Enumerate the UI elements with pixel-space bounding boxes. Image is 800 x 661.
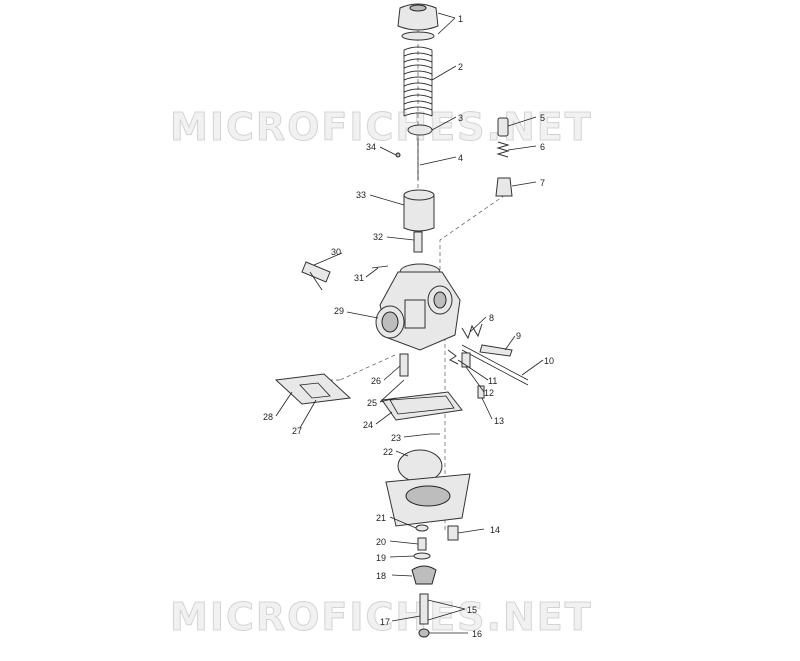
part-clip [395, 152, 401, 158]
watermark-bottom: MICROFICHES.NET [170, 595, 593, 639]
part-drain-clamp [418, 628, 430, 638]
part-plate-gasket [274, 373, 352, 405]
callout-labels: 1 2 3 4 5 6 7 8 9 10 11 12 13 14 15 16 1… [263, 14, 554, 639]
callout-19: 19 [376, 553, 386, 563]
part-idle-screw [479, 344, 513, 357]
callout-20: 20 [376, 537, 386, 547]
callout-28: 28 [263, 412, 273, 422]
part-retainer-plate [407, 124, 433, 136]
part-main-jet-holder [399, 353, 409, 377]
part-idle-spring [461, 323, 483, 340]
callout-25: 25 [367, 398, 377, 408]
part-float-gasket [381, 391, 463, 421]
part-pilot-spring [447, 349, 459, 365]
callout-33: 33 [356, 190, 366, 200]
callout-23: 23 [391, 433, 401, 443]
callout-6: 6 [540, 142, 545, 152]
callout-29: 29 [334, 306, 344, 316]
part-choke-plunger-tip [309, 271, 323, 291]
part-small-spring [496, 141, 510, 158]
part-plunger [495, 177, 513, 197]
callout-22: 22 [383, 447, 393, 457]
callout-9: 9 [516, 331, 521, 341]
callout-8: 8 [489, 313, 494, 323]
callout-13: 13 [494, 416, 504, 426]
part-screw [371, 265, 389, 269]
watermark-top: MICROFICHES.NET [170, 105, 593, 149]
part-needle-jet [413, 231, 423, 253]
part-intake-bell [375, 305, 405, 339]
callout-11: 11 [488, 376, 497, 386]
part-throttle-shaft [461, 344, 529, 381]
callout-2: 2 [458, 62, 463, 72]
callout-26: 26 [371, 376, 381, 386]
callout-15: 15 [467, 605, 477, 615]
part-float-bowl [385, 473, 471, 527]
part-main-jet-washer [413, 552, 431, 560]
callout-32: 32 [373, 232, 383, 242]
part-bowl-plug [411, 565, 437, 585]
callout-10: 10 [544, 356, 554, 366]
part-drain-tube [419, 593, 429, 625]
callout-27: 27 [292, 426, 302, 436]
callout-24: 24 [363, 420, 373, 430]
callout-34: 34 [366, 142, 376, 152]
part-cap [397, 3, 439, 41]
callout-21: 21 [376, 513, 386, 523]
callout-7: 7 [540, 178, 545, 188]
part-washer [415, 524, 429, 532]
callout-16: 16 [472, 629, 482, 639]
part-choke-plunger [301, 261, 331, 283]
callout-4: 4 [458, 153, 463, 163]
callout-14: 14 [490, 525, 500, 535]
callout-5: 5 [540, 113, 545, 123]
callout-31: 31 [354, 273, 364, 283]
callout-18: 18 [376, 571, 386, 581]
callout-1: 1 [458, 14, 463, 24]
leader-lines [275, 12, 544, 634]
callout-3: 3 [458, 113, 463, 123]
callout-30: 30 [331, 247, 341, 257]
part-cable-adjuster [497, 117, 509, 137]
part-spring [403, 46, 433, 117]
part-drain-plug [447, 525, 459, 541]
part-main-jet [417, 537, 427, 551]
callout-12: 12 [484, 388, 494, 398]
callout-17: 17 [380, 617, 390, 627]
part-throttle-slide [403, 189, 435, 232]
